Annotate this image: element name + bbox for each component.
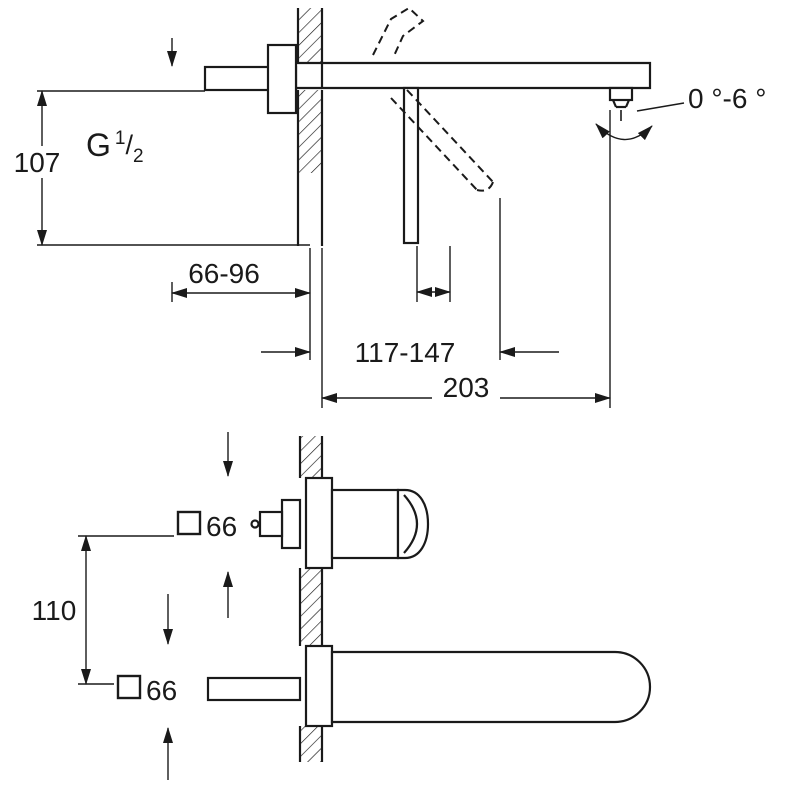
plan-view: [206, 436, 652, 762]
lever-dashed-raised: [372, 6, 425, 59]
handle-lever-solid: [402, 86, 420, 245]
handle-body: [330, 488, 400, 560]
square-symbol-handle: [176, 510, 202, 536]
swivel-arc: [595, 123, 653, 141]
angle-leader-line: [636, 102, 685, 112]
spout-escutcheon: [304, 644, 334, 728]
dimension-203-label: 203: [443, 372, 490, 403]
handle-valve-stem: [250, 519, 260, 529]
handle-valve-union: [258, 510, 284, 538]
dimension-107-label: 107: [14, 147, 61, 178]
faucet-spout-side: [320, 61, 652, 90]
aerator-taper-left: [611, 99, 618, 108]
handle-valve-body: [280, 498, 302, 550]
spout-body-rounded: [330, 650, 652, 724]
lever-dashed-edge-upper: [406, 89, 494, 183]
lever-dashed-tip: [476, 181, 494, 192]
aerator-angle-label: 0 °-6 °: [688, 83, 766, 114]
wall-hatch-1: [300, 436, 322, 478]
wall-section-side: [296, 8, 324, 246]
handle-escutcheon: [304, 476, 334, 570]
side-view: [203, 6, 652, 246]
aerator: [608, 86, 634, 121]
spout-escutcheon-size-label: 66: [146, 675, 177, 706]
thread-denominator: 2: [133, 146, 144, 167]
spout-plan: [206, 644, 652, 728]
handle-lever-dashed: [372, 6, 494, 192]
dim-203-text-mask: [432, 372, 500, 406]
square-symbol-spout: [116, 674, 142, 700]
wall-hatch-3: [300, 726, 322, 762]
dim-107-text-mask: [10, 146, 64, 178]
dimension-117-147-label: 117-147: [355, 337, 456, 368]
plan-view-dimensions: [78, 432, 233, 780]
dimension-66-96-label: 66-96: [188, 258, 260, 289]
wall-hatch-lower: [298, 90, 322, 173]
aerator-body: [608, 86, 634, 102]
handle-plan: [250, 476, 430, 570]
wall-section-plan: [298, 436, 324, 762]
side-view-dimensions: [10, 38, 685, 408]
dimension-110-label: 110: [32, 595, 77, 626]
mounting-flange: [266, 43, 298, 115]
wall-hatch-upper: [298, 8, 322, 63]
lever-dashed-edge-lower: [390, 97, 478, 191]
aerator-taper-right: [624, 99, 631, 108]
thread-numerator: 1: [115, 128, 126, 149]
spout-supply-pipe: [206, 676, 302, 702]
handle-knob-cap: [396, 488, 430, 560]
thread-slash: /: [125, 130, 133, 160]
handle-knob-arc: [403, 494, 418, 554]
handle-escutcheon-size-label: 66: [206, 511, 237, 542]
wall-hatch-2: [300, 568, 322, 646]
thread-letter: G: [86, 127, 111, 163]
